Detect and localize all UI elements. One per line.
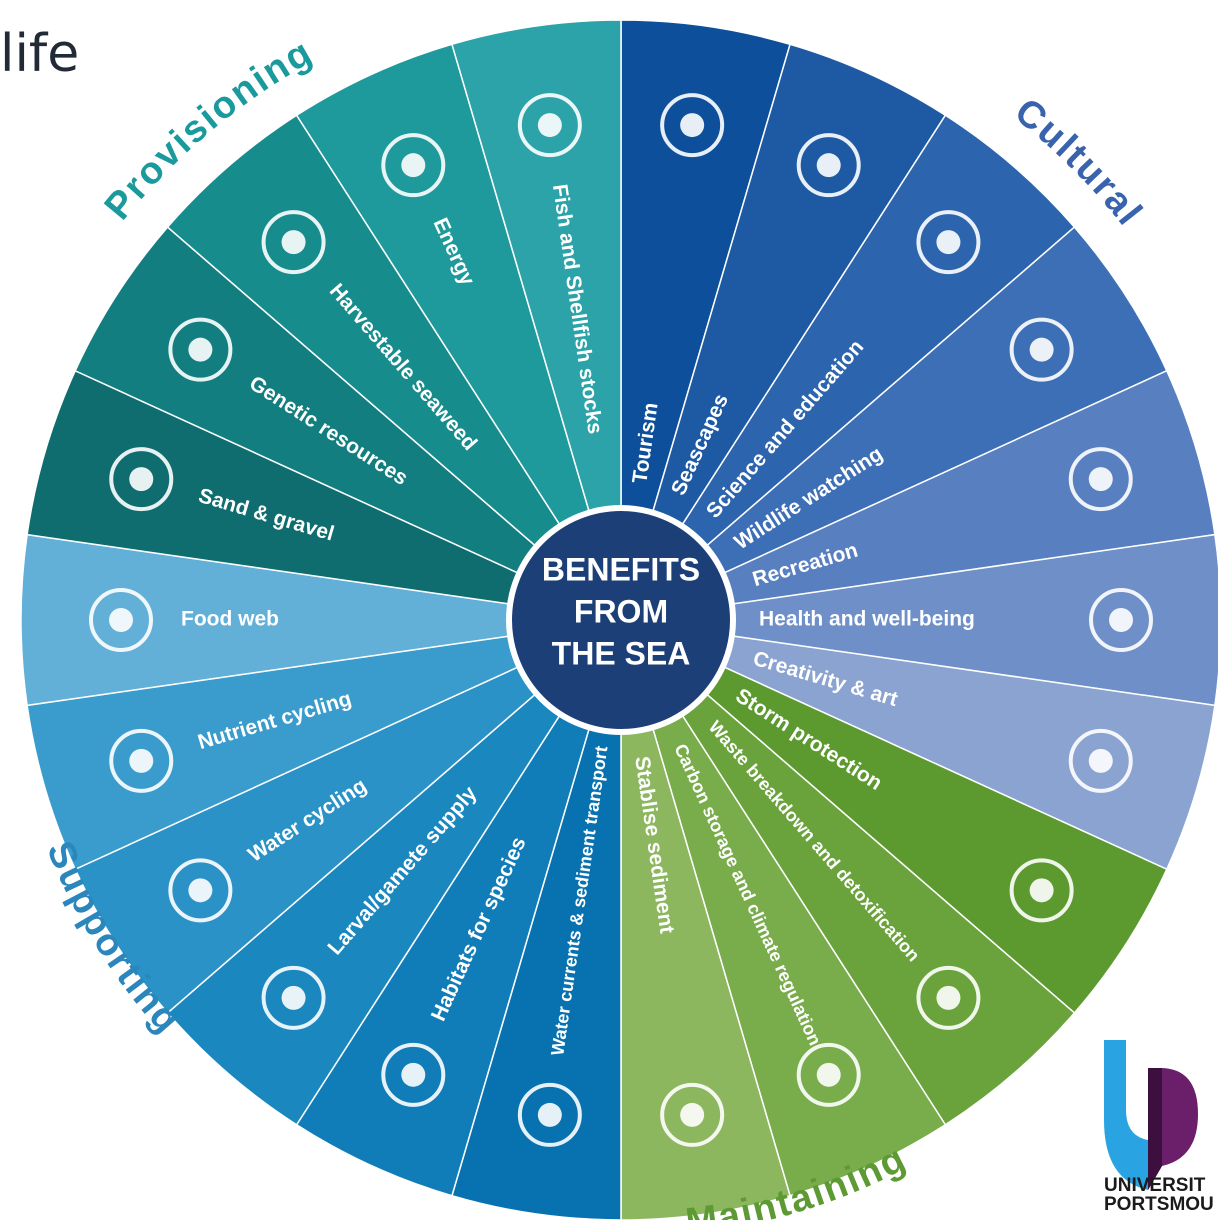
sandcastle-icon [109,447,174,512]
segment-lightning [295,43,622,621]
tap-icon [168,858,233,923]
segment-dna [74,226,622,621]
segment-books [620,114,1076,621]
center-label-line: FROM [574,593,668,629]
heart-icon [1089,588,1153,652]
segment-kayak [620,369,1216,621]
fish-icon [89,588,153,652]
seaweed-fish-icon [381,1042,446,1107]
cnp-cycle-icon [109,728,174,793]
roots-icon [660,1082,725,1147]
segment-tap [74,619,622,1014]
segment-recycle [620,619,1076,1126]
segment-dolphin [620,226,1168,621]
segment-label: Food web [181,608,279,631]
segment-seaweed-fish [295,619,622,1197]
center-hub [506,505,736,735]
segment-palette [620,619,1216,871]
segment-globe-thermometer [620,619,947,1197]
cruise-ship-icon [660,93,725,158]
current-map-icon [517,1082,582,1147]
segment-sandcastle [26,369,622,621]
university-logo [1104,1040,1198,1190]
university-wordmark: UNIVERSIT PORTSMOU [1104,1176,1218,1214]
dna-icon [168,317,233,382]
segment-cnp-cycle [26,619,622,871]
palette-icon [1068,728,1133,793]
dolphin-icon [1009,317,1074,382]
center-label-line: BENEFITS [542,551,700,587]
lightning-icon [381,133,446,198]
globe-thermometer-icon [796,1042,861,1107]
segment-heart [620,533,1218,707]
segment-cruise-ship [620,19,791,621]
segment-fish [20,533,622,707]
segment-wave [620,619,1168,1014]
wordmark-line-1: UNIVERSIT [1104,1176,1206,1196]
segment-eggs [166,619,622,1126]
segment-iceberg [620,43,947,621]
segment-shell-fish [451,19,622,621]
recycle-icon [916,965,981,1030]
center-label-line: THE SEA [552,635,691,671]
eggs-icon [261,965,326,1030]
books-icon [916,210,981,275]
wordmark-line-2: PORTSMOU [1104,1194,1214,1214]
shell-fish-icon [517,93,582,158]
segment-seaweed [166,114,622,621]
seaweed-icon [261,210,326,275]
iceberg-icon [796,133,861,198]
page-title: life [0,24,80,84]
kayak-icon [1068,447,1133,512]
wave-icon [1009,858,1074,923]
segment-label: Health and well-being [759,608,975,631]
